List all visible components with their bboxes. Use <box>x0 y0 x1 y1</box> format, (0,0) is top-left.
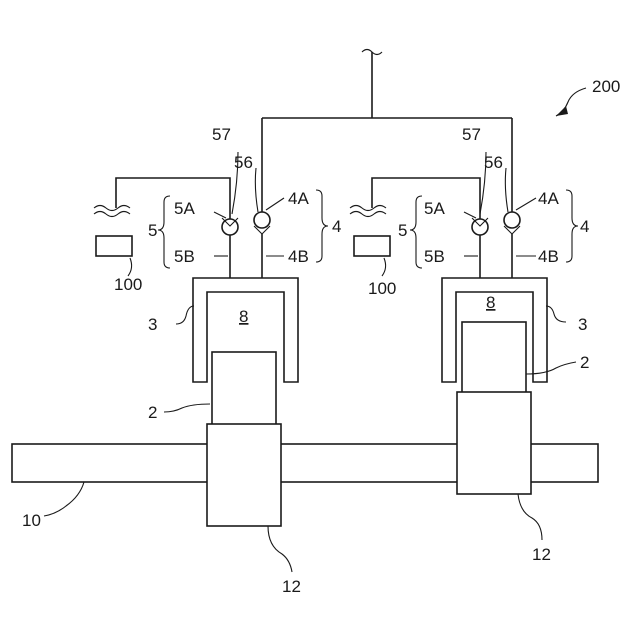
right-unit: 57 56 5 5A 5B 4 4A 4B 100 3 8 2 12 <box>350 125 589 564</box>
device-100 <box>96 236 132 256</box>
label-56-right: 56 <box>484 153 503 172</box>
label-200: 200 <box>592 77 620 96</box>
label-56: 56 <box>234 153 253 172</box>
base-12-left <box>207 424 281 526</box>
label-12-right: 12 <box>532 545 551 564</box>
label-2: 2 <box>148 403 157 422</box>
label-4a-right: 4A <box>538 189 559 208</box>
system-ref: 200 <box>556 77 620 116</box>
base-12-right <box>457 392 531 494</box>
valve-5-right <box>472 219 488 235</box>
valve-5 <box>222 219 238 235</box>
label-57: 57 <box>212 125 231 144</box>
valve-4 <box>254 212 270 228</box>
label-3: 3 <box>148 315 157 334</box>
label-100-right: 100 <box>368 279 396 298</box>
label-2-right: 2 <box>580 353 589 372</box>
label-4-right: 4 <box>580 217 589 236</box>
label-4a: 4A <box>288 189 309 208</box>
label-12: 12 <box>282 577 301 596</box>
label-4b: 4B <box>288 247 309 266</box>
label-5-right: 5 <box>398 221 407 240</box>
arrow-head <box>556 106 568 116</box>
label-57-right: 57 <box>462 125 481 144</box>
label-5b: 5B <box>174 247 195 266</box>
label-5: 5 <box>148 221 157 240</box>
label-5a: 5A <box>174 199 195 218</box>
label-5b-right: 5B <box>424 247 445 266</box>
block-2 <box>212 352 276 428</box>
label-3-right: 3 <box>578 315 587 334</box>
label-100: 100 <box>114 275 142 294</box>
label-8: 8 <box>239 307 248 326</box>
valve-4-right <box>504 212 520 228</box>
label-5a-right: 5A <box>424 199 445 218</box>
device-100-right <box>354 236 390 256</box>
label-4: 4 <box>332 217 341 236</box>
block-2-right <box>462 322 526 394</box>
label-4b-right: 4B <box>538 247 559 266</box>
label-10: 10 <box>22 511 41 530</box>
label-8-right: 8 <box>486 293 495 312</box>
